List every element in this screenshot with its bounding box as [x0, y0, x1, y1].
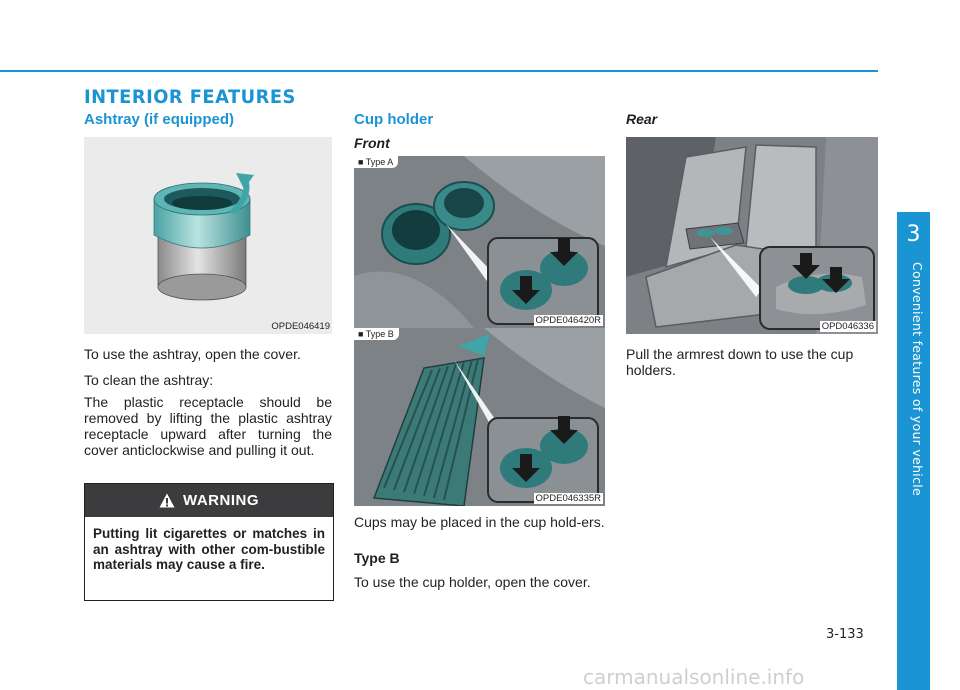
rear-figure-code: OPD046336 [819, 321, 876, 332]
ashtray-p3: The plastic receptacle should be removed… [84, 394, 332, 458]
header-rule [0, 70, 878, 72]
ashtray-p2: To clean the ashtray: [84, 372, 214, 388]
type-b-heading: Type B [354, 550, 400, 566]
section-title: INTERIOR FEATURES [84, 86, 296, 108]
cupholder-p1: Cups may be placed in the cup hold-ers. [354, 514, 605, 530]
ashtray-illustration [153, 173, 254, 301]
watermark: carmanualsonline.info [583, 665, 805, 689]
ashtray-p1: To use the ashtray, open the cover. [84, 346, 301, 362]
type-a-label: ■ Type A [354, 156, 399, 168]
cupholder-type-b-figure: ■ Type B OPDE046335R [354, 328, 605, 506]
cupholder-type-a-illustration [354, 156, 605, 328]
ashtray-figure: OPDE046419 [84, 137, 332, 334]
ashtray-heading: Ashtray (if equipped) [84, 111, 235, 128]
ashtray-figure-code: OPDE046419 [271, 321, 330, 332]
chapter-number: 3 [906, 222, 921, 247]
cupholder-type-b-illustration [354, 328, 605, 506]
type-b-label: ■ Type B [354, 328, 399, 340]
warning-text: Putting lit cigarettes or matches in an … [93, 526, 325, 572]
warning-title: WARNING [183, 492, 259, 509]
rear-figure: OPD046336 [626, 137, 878, 334]
rear-seat-illustration [626, 137, 878, 334]
chapter-sidebar [897, 212, 930, 690]
cupholder-p2: To use the cup holder, open the cover. [354, 574, 591, 590]
warning-icon [159, 493, 175, 508]
chapter-title: Convenient features of your vehicle [910, 262, 925, 497]
front-label: Front [354, 135, 390, 151]
warning-header: WARNING [85, 484, 333, 517]
rear-label: Rear [626, 111, 658, 127]
warning-box: WARNING Putting lit cigarettes or matche… [84, 483, 334, 601]
cupholder-type-a-figure: ■ Type A OPDE046420R [354, 156, 605, 328]
cupholder-heading: Cup holder [354, 111, 434, 128]
type-b-figure-code: OPDE046335R [533, 493, 603, 504]
rear-p1: Pull the armrest down to use the cup hol… [626, 346, 854, 378]
page-number: 3-133 [826, 627, 864, 642]
type-a-figure-code: OPDE046420R [533, 315, 603, 326]
